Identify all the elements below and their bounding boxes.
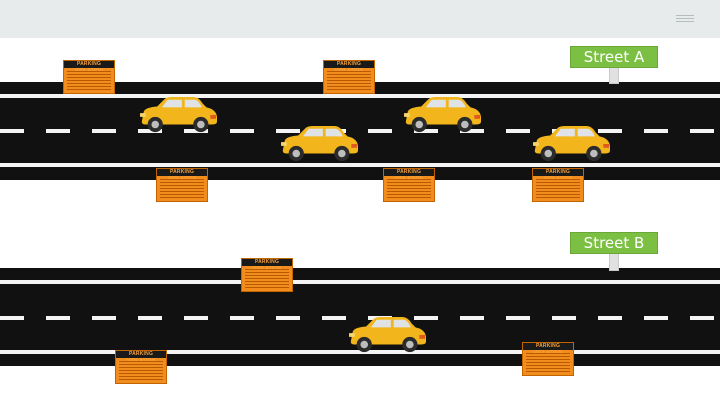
parking-violation-ticket[interactable]: PARKING VIOLATION xyxy=(383,168,435,202)
ticket-title: PARKING VIOLATION xyxy=(116,351,166,364)
street-b-label: Street B xyxy=(583,234,645,252)
street-a-road xyxy=(0,82,720,180)
top-bar xyxy=(0,0,720,38)
hamburger-menu-icon[interactable] xyxy=(676,15,694,24)
ticket-title: PARKING VIOLATION xyxy=(242,259,292,272)
ticket-title: PARKING VIOLATION xyxy=(157,169,207,182)
ticket-title: PARKING VIOLATION xyxy=(384,169,434,182)
street-a-sign-post xyxy=(609,66,619,84)
car-icon[interactable] xyxy=(530,125,614,163)
ticket-title: PARKING VIOLATION xyxy=(64,61,114,74)
street-a-sign: Street A xyxy=(570,46,658,68)
street-b-sign: Street B xyxy=(570,232,658,254)
ticket-title: PARKING VIOLATION xyxy=(523,343,573,356)
car-icon[interactable] xyxy=(137,96,221,134)
ticket-title: PARKING VIOLATION xyxy=(324,61,374,74)
street-a-label: Street A xyxy=(583,48,645,66)
car-icon[interactable] xyxy=(278,125,362,163)
parking-violation-ticket[interactable]: PARKING VIOLATION xyxy=(323,60,375,94)
parking-violation-ticket[interactable]: PARKING VIOLATION xyxy=(156,168,208,202)
car-icon[interactable] xyxy=(346,316,430,354)
parking-violation-ticket[interactable]: PARKING VIOLATION xyxy=(63,60,115,94)
car-icon[interactable] xyxy=(401,96,485,134)
parking-violation-ticket[interactable]: PARKING VIOLATION xyxy=(522,342,574,376)
street-b-sign-post xyxy=(609,252,619,271)
parking-violation-ticket[interactable]: PARKING VIOLATION xyxy=(241,258,293,292)
parking-violation-ticket[interactable]: PARKING VIOLATION xyxy=(115,350,167,384)
parking-violation-ticket[interactable]: PARKING VIOLATION xyxy=(532,168,584,202)
ticket-title: PARKING VIOLATION xyxy=(533,169,583,182)
